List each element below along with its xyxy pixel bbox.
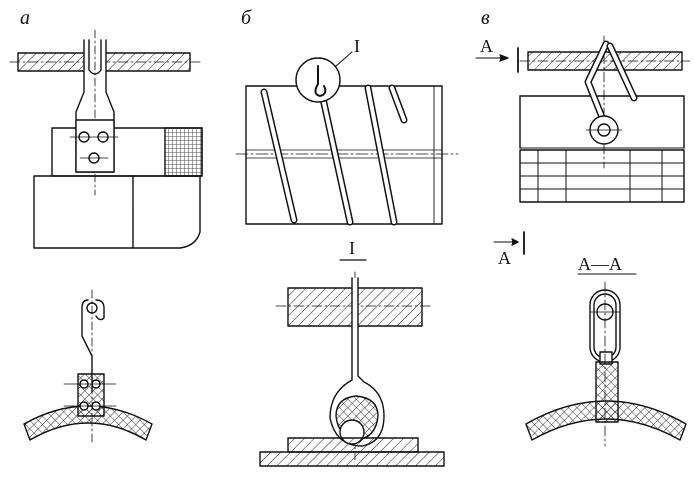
panel-a-block [51, 119, 203, 177]
panel-v-hanger [584, 35, 638, 169]
panel-b-detail: I [259, 238, 445, 467]
panel-b: б I I [235, 7, 459, 467]
section-letter-bottom: A [498, 248, 511, 268]
panel-a-side-view [23, 289, 153, 445]
panel-v-windings [519, 149, 685, 203]
panel-v-letter: в [481, 7, 490, 29]
panel-v-bar [519, 51, 691, 71]
section-letter-top: A [480, 36, 493, 56]
panel-a-letter: а [20, 7, 30, 29]
panel-b-letter: б [241, 7, 252, 29]
callout-label: I [354, 36, 360, 56]
panel-b-callout: I [295, 36, 360, 103]
panel-v-drum [519, 95, 685, 149]
panel-a-body [33, 175, 201, 249]
section-title: A—A [578, 254, 622, 274]
section-view: A—A [525, 254, 687, 447]
panel-b-cylinder [235, 85, 459, 225]
section-mark-bottom: A [493, 231, 525, 268]
section-mark-top: A [475, 36, 519, 73]
panel-b-spiral [260, 84, 408, 226]
panel-a: а [9, 7, 203, 445]
detail-title: I [349, 238, 355, 258]
panel-v: в A A [475, 7, 691, 447]
